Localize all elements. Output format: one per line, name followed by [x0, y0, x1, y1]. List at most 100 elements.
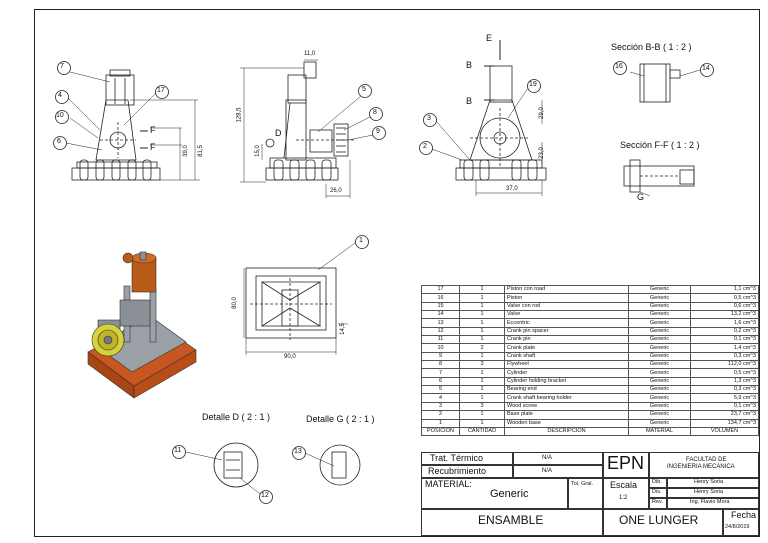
balloon-9: 9: [376, 128, 380, 135]
dim-26: 26,0: [330, 188, 342, 194]
bom-pos-cell: 3: [421, 401, 460, 412]
section-ff-view: [623, 159, 695, 197]
bom-qty-cell: 1: [459, 293, 505, 303]
material-value: Generic: [490, 488, 529, 500]
bom-qty-cell: 1: [459, 368, 505, 378]
bom-desc-cell: Cylinder holding bracket: [504, 376, 629, 387]
drawing-frame: [34, 9, 760, 537]
bom-volume-cell: 0,2 cm^3: [690, 326, 759, 337]
bom-header-volume: VOLUMEN: [690, 426, 759, 437]
bom-material-cell: Generic: [628, 284, 691, 295]
bom-material-cell: Generic: [628, 418, 691, 428]
section-letter-f-top: F: [150, 125, 156, 135]
bom-qty-cell: 1: [459, 335, 505, 345]
dim-80: 80,0: [231, 297, 238, 309]
bom-desc-cell: Flywheel: [504, 360, 629, 370]
bom-material-cell: Generic: [628, 368, 691, 378]
section-bb-title: Sección B-B ( 1 : 2 ): [611, 42, 692, 52]
detail-d-title: Detalle D ( 2 : 1 ): [202, 412, 271, 422]
bom-desc-cell: Valve con rod: [504, 301, 629, 312]
bom-qty-cell: 1: [459, 376, 505, 387]
section-letter-f-bottom: F: [150, 142, 156, 152]
bom-desc-cell: Crank pin: [504, 335, 629, 345]
detail-d-view: [185, 442, 261, 495]
bom-volume-cell: 23,7 cm^3: [690, 410, 759, 420]
project-name: ONE LUNGER: [619, 513, 699, 527]
right-view: [431, 40, 547, 196]
bom-qty-cell: 1: [459, 301, 505, 312]
balloon-10: 10: [56, 112, 64, 119]
bom-pos-cell: 1: [421, 418, 460, 428]
faculty-line-1: FACULTAD DE: [686, 457, 727, 463]
section-letter-b-bottom: B: [466, 96, 473, 106]
bom-volume-cell: 0,6 cm^3: [690, 301, 759, 312]
bom-volume-cell: 13,2 cm^3: [690, 310, 759, 320]
bom-pos-cell: 8: [421, 360, 460, 370]
dis-value: Henry Soria: [694, 489, 724, 495]
bom-pos-cell: 6: [421, 376, 460, 387]
bom-desc-cell: Crank shaft bearing holder: [504, 393, 629, 403]
bom-material-cell: Generic: [628, 318, 691, 328]
bom-pos-cell: 16: [421, 293, 460, 303]
bom-material-cell: Generic: [628, 293, 691, 303]
bom-pos-cell: 13: [421, 318, 460, 328]
side-view: [240, 59, 374, 198]
bom-desc-cell: Base plate: [504, 410, 629, 420]
bom-qty-cell: 3: [459, 360, 505, 370]
section-letter-b-top: B: [466, 60, 473, 70]
balloon-11: 11: [174, 447, 182, 454]
bom-desc-cell: Wooden base: [504, 418, 629, 428]
section-ff-title: Sección F-F ( 1 : 2 ): [620, 140, 700, 150]
bom-header-desc: DESCRIPCIÓN: [504, 426, 629, 437]
bom-pos-cell: 2: [421, 410, 460, 420]
bom-volume-cell: 134,7 cm^3: [690, 418, 759, 428]
bom-desc-cell: Crank shaft: [504, 351, 629, 362]
bom-desc-cell: Bearing end: [504, 385, 629, 395]
dim-81: 81,5: [197, 145, 204, 157]
balloon-2: 2: [423, 143, 427, 150]
bom-desc-cell: Wood screw: [504, 401, 629, 412]
bom-material-cell: Generic: [628, 393, 691, 403]
dim-90: 90,0: [284, 354, 296, 360]
bom-volume-cell: 0,5 cm^3: [690, 368, 759, 378]
bom-volume-cell: 112,0 cm^3: [690, 360, 759, 370]
bom-volume-cell: 1,6 cm^3: [690, 318, 759, 328]
bom-material-cell: Generic: [628, 360, 691, 370]
recub-label: Recubrimiento: [428, 466, 487, 476]
bom-desc-cell: Piston con road: [504, 284, 629, 295]
trat-value: N/A: [542, 455, 553, 461]
bom-pos-cell: 9: [421, 351, 460, 362]
recub-value: N/A: [542, 468, 553, 474]
bom-pos-cell: 14: [421, 310, 460, 320]
balloon-13: 13: [294, 448, 302, 455]
front-view: [65, 69, 200, 181]
dim-37: 37,0: [506, 186, 518, 192]
balloon-3: 3: [427, 115, 431, 122]
bom-pos-cell: 10: [421, 343, 460, 353]
balloon-1: 1: [359, 237, 363, 244]
bom-header-qty: CANTIDAD: [459, 426, 505, 437]
bom-material-cell: Generic: [628, 343, 691, 353]
balloon-16: 16: [615, 63, 623, 70]
balloon-19: 19: [529, 81, 537, 88]
rev-label: Rev.: [652, 499, 663, 505]
bom-pos-cell: 5: [421, 385, 460, 395]
bom-pos-cell: 4: [421, 393, 460, 403]
dim-128: 128,5: [236, 107, 243, 123]
detail-g-title: Detalle G ( 2 : 1 ): [306, 414, 375, 424]
section-letter-e: E: [486, 33, 493, 43]
bom-header-pos: POSICIÓN: [421, 426, 460, 437]
isometric-view: [87, 251, 197, 399]
material-label: MATERIAL:: [425, 479, 472, 489]
epn-logo: EPN: [607, 453, 645, 473]
balloon-6: 6: [57, 138, 61, 145]
